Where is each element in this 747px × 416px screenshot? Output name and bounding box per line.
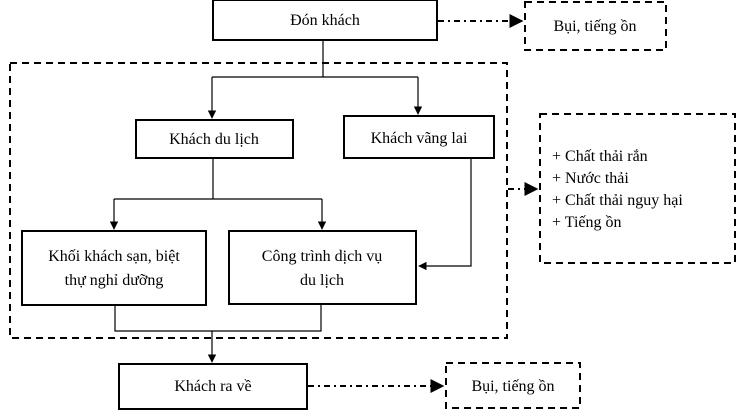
node-cong-trinh: Công trình dịch vụ du lịch	[228, 230, 417, 305]
emission-middle-item: + Nước thải	[552, 170, 629, 187]
connectors	[109, 40, 472, 363]
node-khoi-khach-san-line1: Khối khách sạn, biệt	[48, 248, 180, 265]
node-khoi-khach-san: Khối khách sạn, biệt thự nghỉ dưỡng	[21, 230, 207, 306]
operations-group-border	[9, 62, 508, 339]
node-khach-du-lich-label: Khách du lịch	[169, 131, 259, 148]
emission-middle-item: + Chất thải rắn	[552, 148, 648, 165]
emission-bottom-label: Bụi, tiếng ồn	[471, 378, 554, 395]
emission-box-bottom: Bụi, tiếng ồn	[445, 362, 581, 409]
emission-middle-item: + Tiếng ồn	[552, 214, 622, 231]
emission-top-label: Bụi, tiếng ồn	[553, 18, 636, 35]
node-khach-ra-ve: Khách ra về	[118, 363, 308, 410]
emission-box-middle: + Chất thải rắn + Nước thải + Chất thải …	[539, 113, 736, 264]
connector-merge-bottom	[114, 304, 322, 332]
node-don-khach: Đón khách	[212, 0, 438, 41]
node-khach-vang-lai-label: Khách vãng lai	[371, 130, 468, 147]
node-khoi-khach-san-line2: thự nghỉ dưỡng	[65, 272, 164, 289]
node-khach-ra-ve-label: Khách ra về	[174, 378, 251, 395]
emission-box-top: Bụi, tiếng ồn	[524, 1, 667, 51]
node-don-khach-label: Đón khách	[290, 12, 360, 29]
node-cong-trinh-line1: Công trình dịch vụ	[262, 248, 382, 265]
arrow-vang-lai-to-cong-trinh	[418, 158, 472, 271]
emission-middle-item: + Chất thải nguy hại	[552, 192, 683, 209]
node-cong-trinh-line2: du lịch	[300, 272, 344, 289]
node-khach-vang-lai: Khách vãng lai	[343, 115, 495, 159]
node-khach-du-lich: Khách du lịch	[135, 119, 294, 159]
